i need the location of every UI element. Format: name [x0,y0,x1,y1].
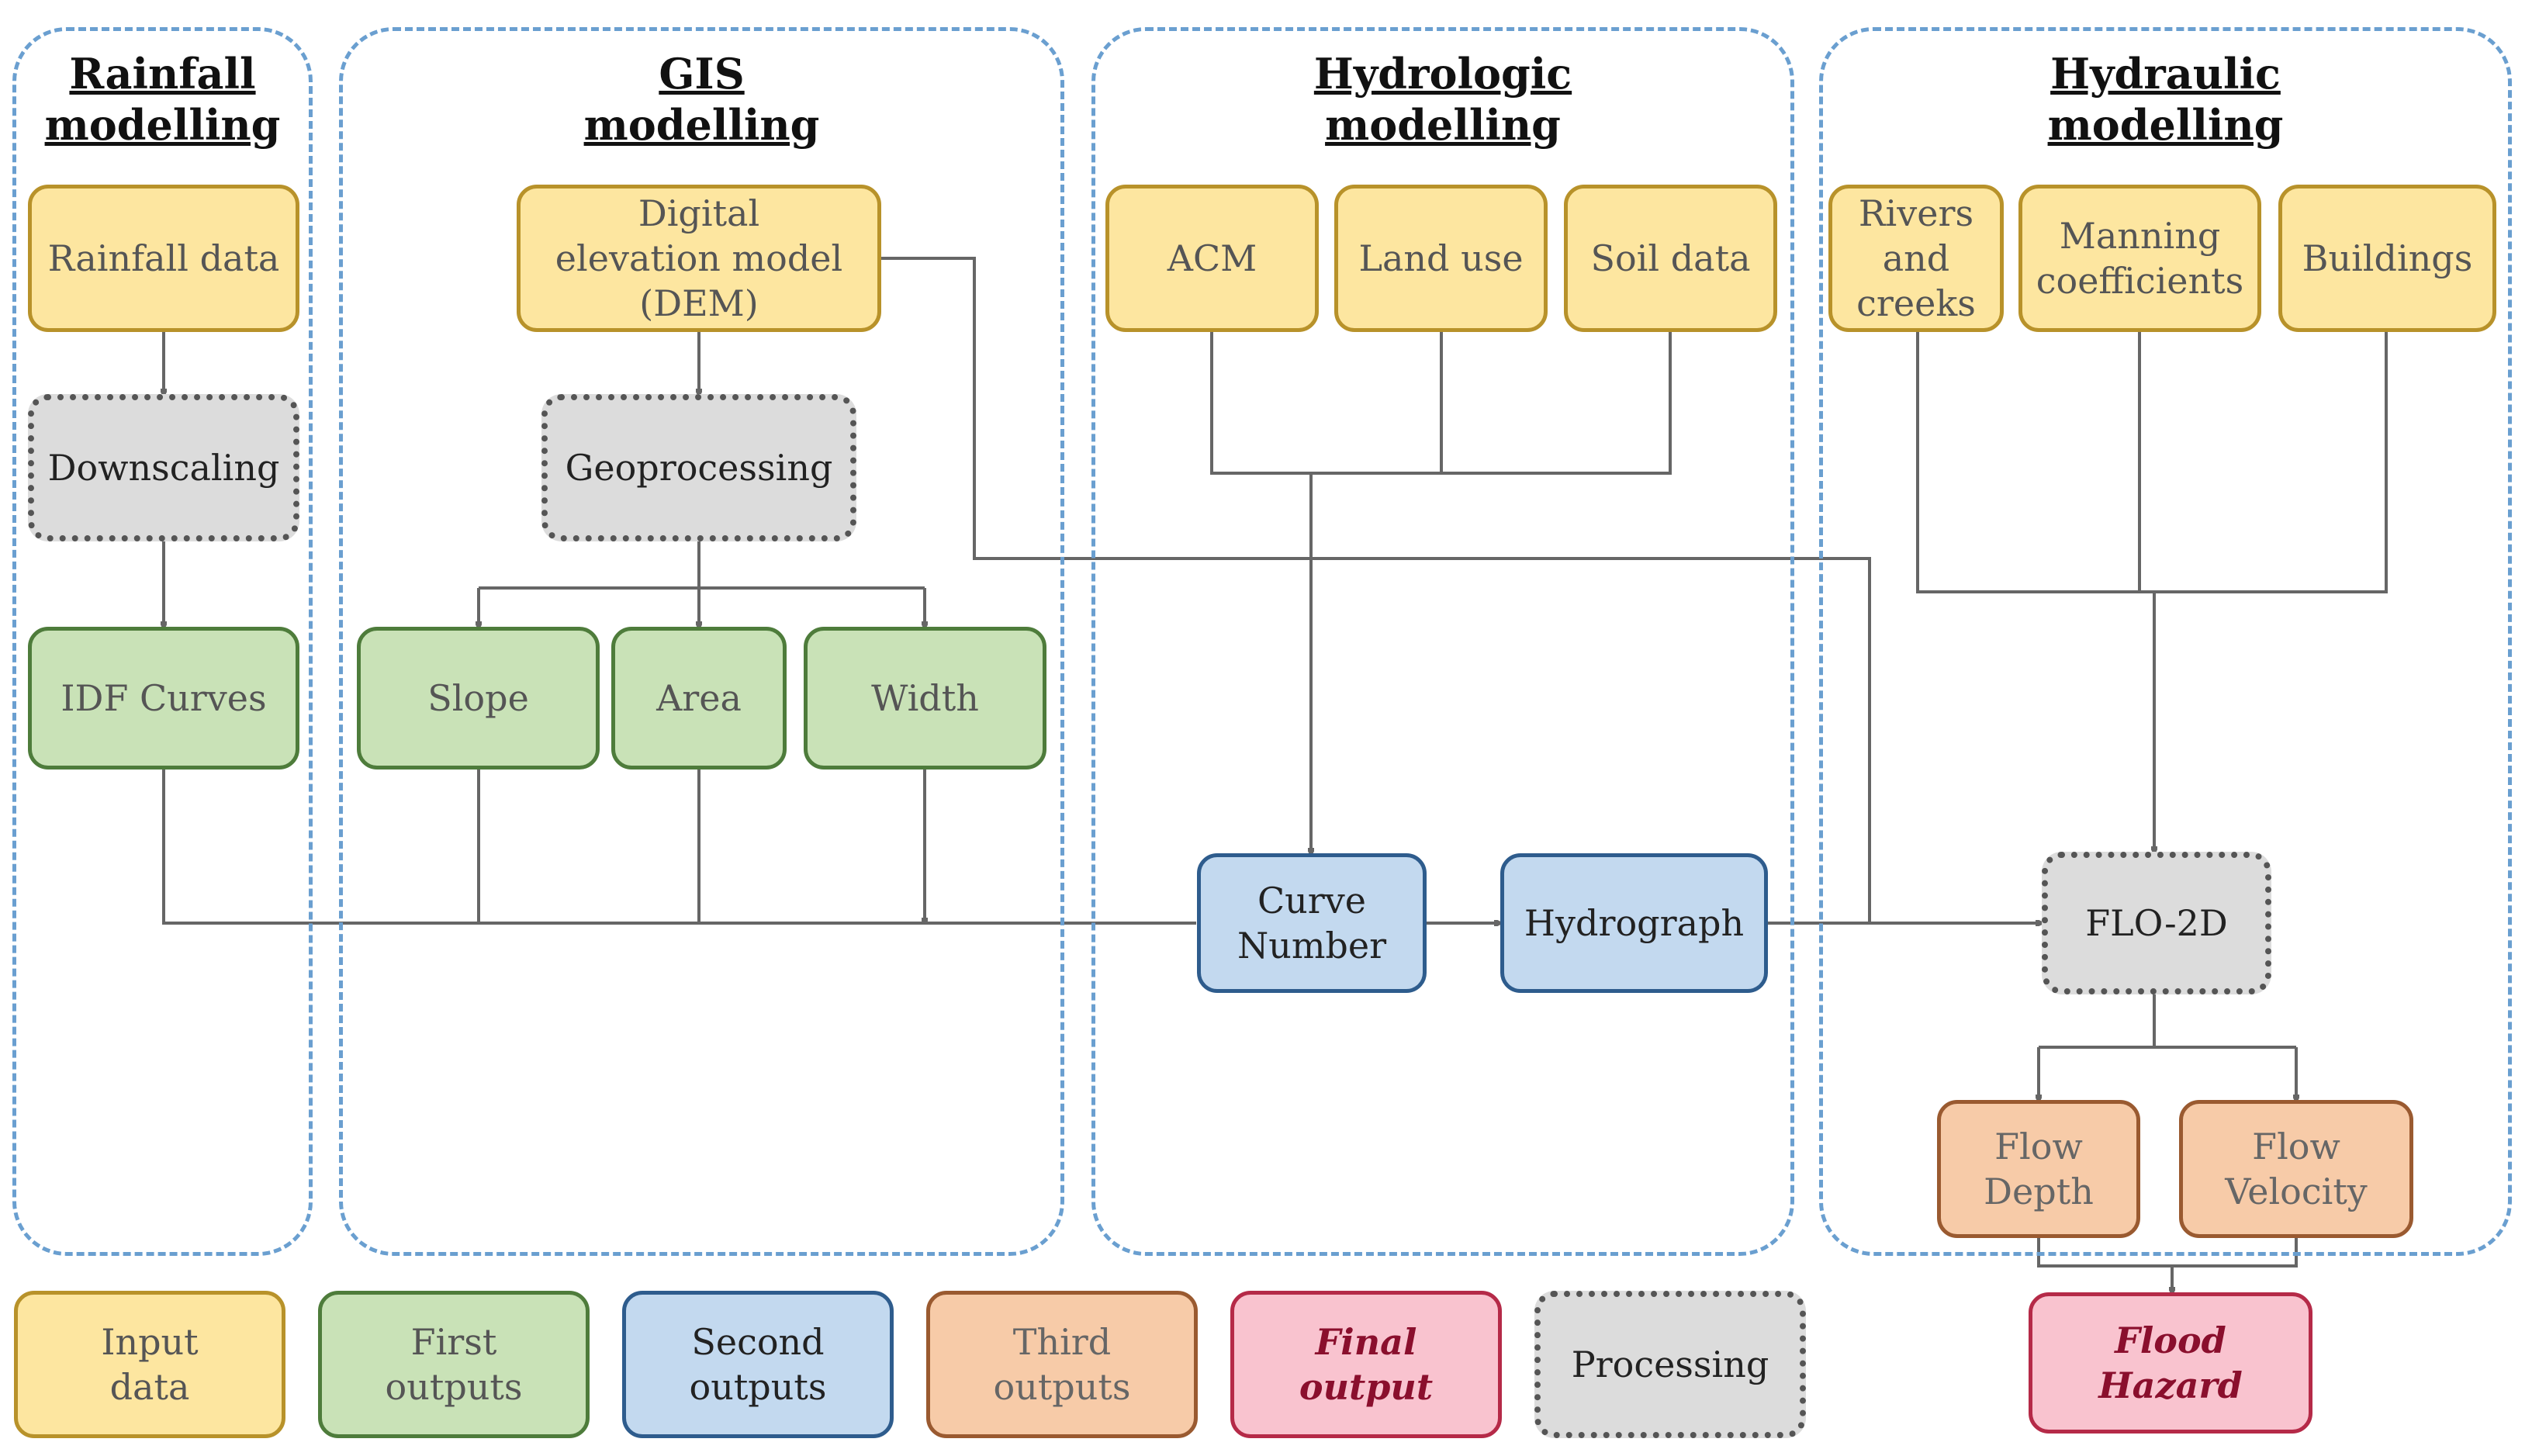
group-hydrologic: Hydrologic modelling [1091,27,1794,1256]
group-title-rainfall: Rainfall modelling [44,49,281,150]
legend-second: Second outputs [622,1291,894,1438]
node-manning: Manning coefficients [2018,185,2261,332]
node-flow-velocity: Flow Velocity [2179,1100,2413,1238]
node-rivers-creeks: Rivers and creeks [1828,185,2004,332]
node-curve-number: Curve Number [1197,853,1427,993]
legend-third: Third outputs [926,1291,1198,1438]
edge-dem-flo2d [880,257,1871,923]
legend-input: Input data [14,1291,285,1438]
edge-geoprocessing-split [479,541,925,590]
group-gis: GIS modelling [339,27,1064,1256]
group-title-gis: GIS modelling [583,49,820,150]
node-buildings: Buildings [2278,185,2496,332]
node-acm: ACM [1105,185,1319,332]
legend-first: First outputs [318,1291,590,1438]
node-geoprocessing: Geoprocessing [541,394,856,541]
node-slope: Slope [357,627,600,770]
node-hydrograph: Hydrograph [1500,853,1768,993]
group-title-hydraulic: Hydraulic modelling [2047,49,2284,150]
node-width: Width [804,627,1046,770]
node-land-use: Land use [1334,185,1548,332]
node-downscaling: Downscaling [28,394,299,541]
node-idf-curves: IDF Curves [28,627,299,770]
legend-processing: Processing [1534,1291,1806,1438]
node-flo2d: FLO-2D [2042,852,2271,994]
edge-flo2d-split [2039,994,2296,1049]
group-title-hydrologic: Hydrologic modelling [1313,49,1572,150]
node-flow-depth: Flow Depth [1937,1100,2140,1238]
node-area: Area [611,627,787,770]
edge-hydraulic-merge [1916,332,2388,593]
node-flood-hazard: Flood Hazard [2029,1292,2312,1434]
node-rainfall-data: Rainfall data [28,185,299,332]
edge-hydrologic-merge [1210,332,1672,475]
legend-final: Final output [1230,1291,1502,1438]
edge-firstoutputs-curvenumber [162,770,1196,923]
node-soil-data: Soil data [1564,185,1777,332]
group-hydraulic: Hydraulic modelling [1819,27,2512,1256]
node-dem: Digital elevation model (DEM) [517,185,881,332]
group-rainfall: Rainfall modelling [12,27,313,1256]
